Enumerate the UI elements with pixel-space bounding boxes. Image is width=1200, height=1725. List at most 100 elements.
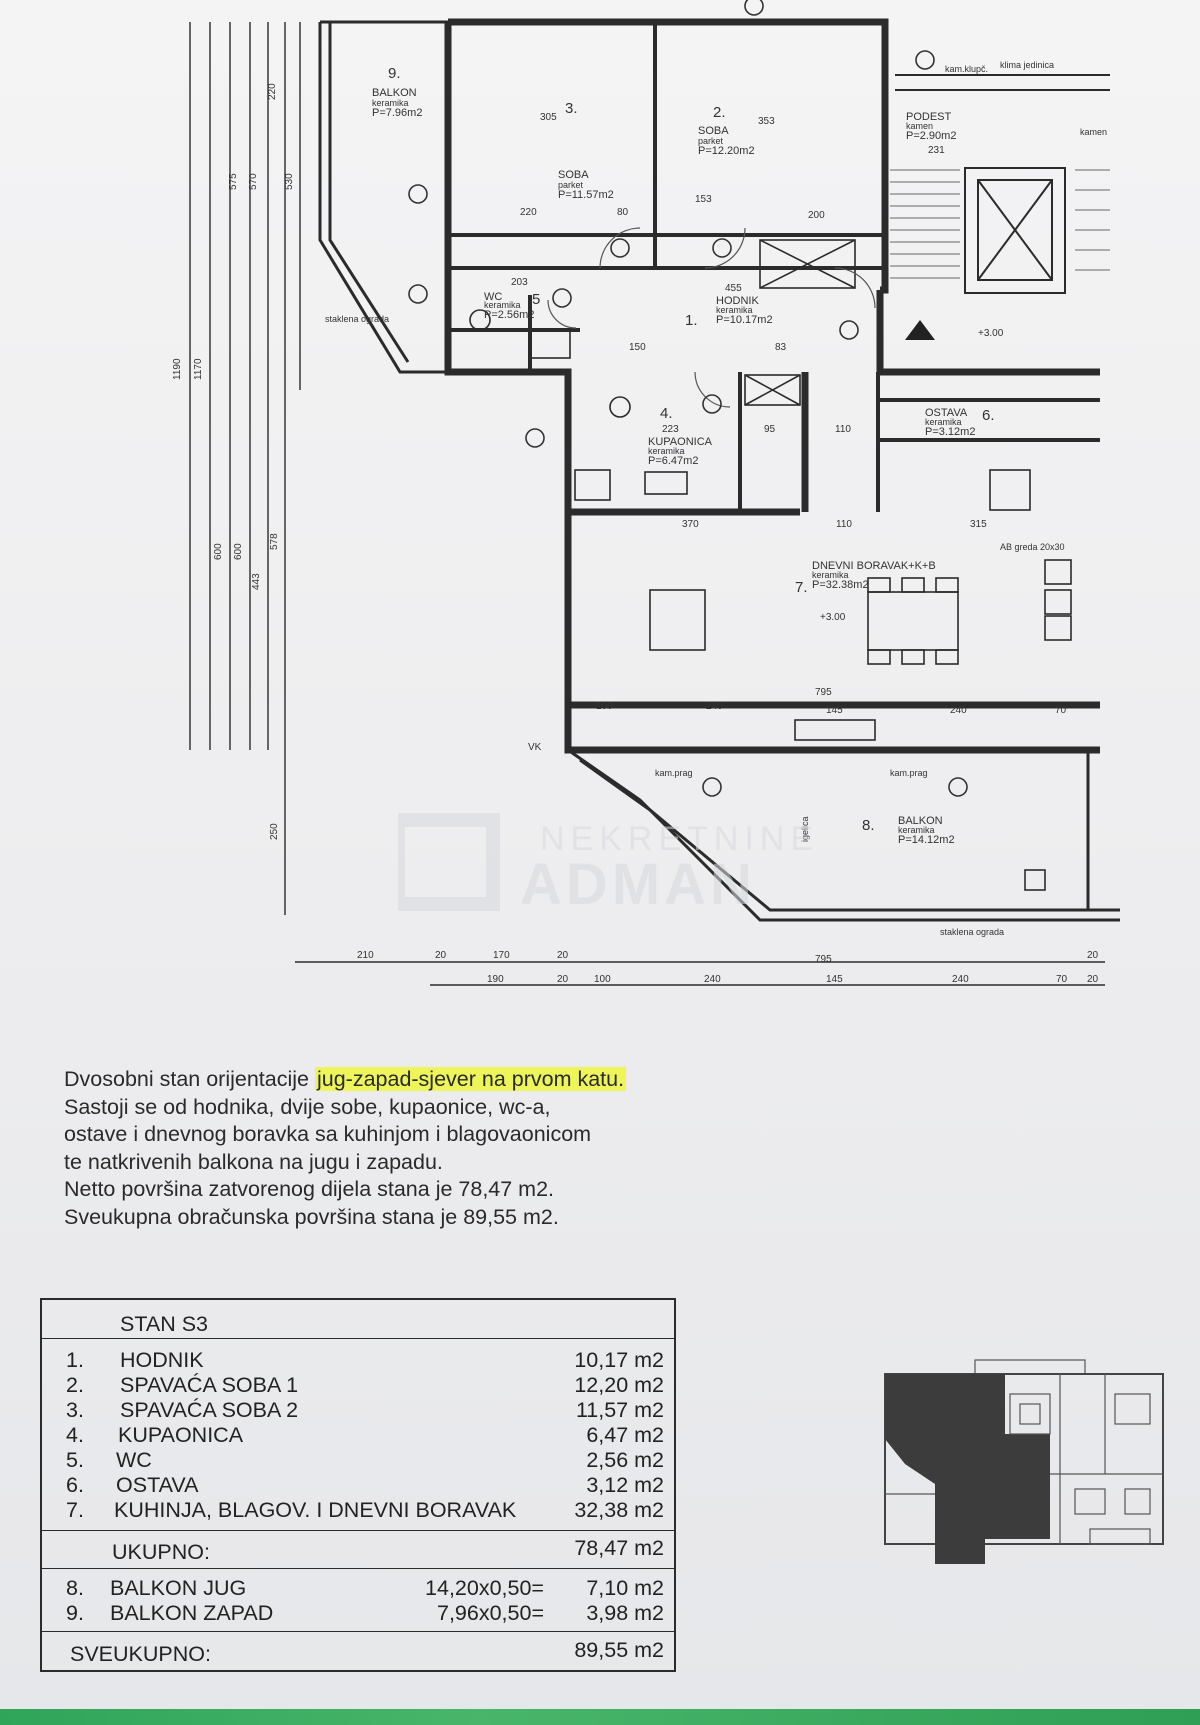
dim-inner-95: 95 <box>764 424 776 435</box>
dim-bottom2-20b: 20 <box>1087 974 1099 985</box>
table-row: 1. HODNIK 10,17 m2 <box>66 1348 664 1372</box>
table-divider <box>42 1530 674 1531</box>
plan-room-6-area: P=3.12m2 <box>925 426 975 438</box>
description-line-1: Dvosobni stan orijentacije jug-zapad-sje… <box>64 1067 627 1091</box>
plan-room-1-mat: keramika <box>716 305 753 315</box>
dim-inner-305: 305 <box>540 112 557 123</box>
dim-bottom1-20b: 20 <box>557 950 569 961</box>
plan-room-5-num: 5 <box>532 291 540 308</box>
plan-room-1-name: HODNIK <box>716 295 759 307</box>
table-row: 7. KUHINJA, BLAGOV. I DNEVNI BORAVAK 32,… <box>66 1498 664 1522</box>
table-row-balcony: 9. BALKON ZAPAD 7,96x0,50= 3,98 m2 <box>66 1601 664 1625</box>
highlighted-orientation: jug-zapad-sjever na prvom katu. <box>314 1067 627 1091</box>
plan-room-8-area: P=14.12m2 <box>898 834 955 846</box>
plan-room-6-name: OSTAVA <box>925 407 968 419</box>
plan-room-2-name: SOBA <box>698 125 729 137</box>
description-line-3: ostave i dnevnog boravka sa kuhinjom i b… <box>64 1122 592 1146</box>
dim-bottom1-170: 170 <box>493 950 510 961</box>
table-divider <box>42 1568 674 1569</box>
total-label: SVEUKUPNO: <box>70 1642 211 1666</box>
plan-room-3-area: P=11.57m2 <box>558 189 614 201</box>
plan-label-kam-prag-1: kam.prag <box>655 768 693 778</box>
dim-inner-795: 795 <box>815 687 832 698</box>
plan-room-9-name: BALKON <box>372 87 417 99</box>
dim-inner-145: 145 <box>826 705 843 716</box>
dim-left-250: 250 <box>269 823 280 840</box>
dim-bottom1-20a: 20 <box>435 950 447 961</box>
plan-podest-area: P=2.90m2 <box>906 130 956 142</box>
dim-bottom1-210: 210 <box>357 950 374 961</box>
plan-room-1-num: 1. <box>685 312 698 329</box>
plan-room-8-mat: keramika <box>898 825 935 835</box>
dim-left-600b: 600 <box>233 543 244 560</box>
dim-inner-315: 315 <box>970 519 987 530</box>
plan-room-9-num: 9. <box>388 65 401 82</box>
dim-left-1190: 1190 <box>172 358 183 380</box>
dim-inner-153: 153 <box>695 194 712 205</box>
plan-label-vk: VK <box>528 742 542 753</box>
level-marker-icon <box>905 320 935 340</box>
dim-inner-240b: 240 <box>950 705 967 716</box>
plan-room-8-num: 8. <box>862 817 875 834</box>
section-markers <box>408 0 968 797</box>
dim-left-443: 443 <box>251 573 262 590</box>
table-divider <box>42 1338 674 1339</box>
dim-left-575: 575 <box>228 173 239 190</box>
plan-label-klima: klima jedinica <box>1000 60 1054 70</box>
plan-room-2-num: 2. <box>713 104 726 121</box>
dim-inner-70: 70 <box>1055 705 1067 716</box>
description-line-2: Sastoji se od hodnika, dvije sobe, kupao… <box>64 1094 551 1119</box>
plan-room-7-area: P=32.38m2 <box>812 579 869 591</box>
key-plan-thumbnail <box>884 1359 1164 1564</box>
plan-room-3-mat: parket <box>558 180 584 190</box>
plan-level-hall: +3.00 <box>978 328 1004 339</box>
dim-inner-200: 200 <box>808 210 825 221</box>
plan-room-5-name: WC <box>484 291 502 303</box>
table-row-balcony: 8. BALKON JUG 14,20x0,50= 7,10 m2 <box>66 1576 664 1600</box>
plan-label-staklena-west: staklena ograda <box>325 314 389 324</box>
door-swings <box>547 227 876 408</box>
plan-label-kam-prag-2: kam.prag <box>890 768 928 778</box>
table-divider <box>42 1631 674 1632</box>
dim-inner-203: 203 <box>511 277 528 288</box>
dim-left-220: 220 <box>267 83 278 100</box>
dim-inner-110: 110 <box>835 424 851 435</box>
apartment-description: Dvosobni stan orijentacije jug-zapad-sje… <box>64 1066 764 1231</box>
plan-room-4-num: 4. <box>660 405 673 422</box>
plan-room-8-name: BALKON <box>898 815 943 827</box>
plan-room-9-area: P=7.96m2 <box>372 107 422 119</box>
south-balcony <box>567 748 1120 922</box>
dim-left-1170: 1170 <box>193 358 204 380</box>
dim-bottom2-100: 100 <box>594 974 611 985</box>
plan-level-living: +3.00 <box>820 612 846 623</box>
plan-label-staklena-south: staklena ograda <box>940 927 1004 937</box>
dim-inner-231: 231 <box>928 145 945 156</box>
plan-room-9-mat: keramika <box>372 98 409 108</box>
dim-bottom2-190: 190 <box>487 974 504 985</box>
dim-inner-223: 223 <box>662 424 679 435</box>
description-line-4: te natkrivenih balkona na jugu i zapadu. <box>64 1149 443 1174</box>
dim-inner-150: 150 <box>629 342 646 353</box>
plan-room-6-num: 6. <box>982 407 995 424</box>
dim-inner-83: 83 <box>775 342 787 353</box>
dim-inner-220: 220 <box>520 207 537 218</box>
plan-room-4-mat: keramika <box>648 446 685 456</box>
plan-room-4-name: KUPAONICA <box>648 436 713 448</box>
exterior-walls <box>444 18 1100 754</box>
dim-left-600a: 600 <box>213 543 224 560</box>
plan-label-kamen: kamen <box>1080 127 1107 137</box>
dim-bottom2-240a: 240 <box>704 974 721 985</box>
dim-bottom2-145: 145 <box>826 974 843 985</box>
subtotal-label: UKUPNO: <box>112 1540 210 1564</box>
interior-walls <box>448 22 1100 512</box>
table-row: 4. KUPAONICA 6,47 m2 <box>66 1423 664 1447</box>
plan-room-4-area: P=6.47m2 <box>648 455 698 467</box>
west-balcony <box>318 20 448 374</box>
dim-bottom1-20c: 20 <box>1087 950 1099 961</box>
stair-treads <box>890 169 1110 279</box>
dim-bottom2-20: 20 <box>557 974 569 985</box>
plan-room-2-mat: parket <box>698 136 724 146</box>
area-table: STAN S3 1. HODNIK 10,17 m2 2. SPAVAĆA SO… <box>40 1298 676 1672</box>
floor-plan: 9. BALKON keramika P=7.96m2 3. SOBA park… <box>172 0 1120 986</box>
